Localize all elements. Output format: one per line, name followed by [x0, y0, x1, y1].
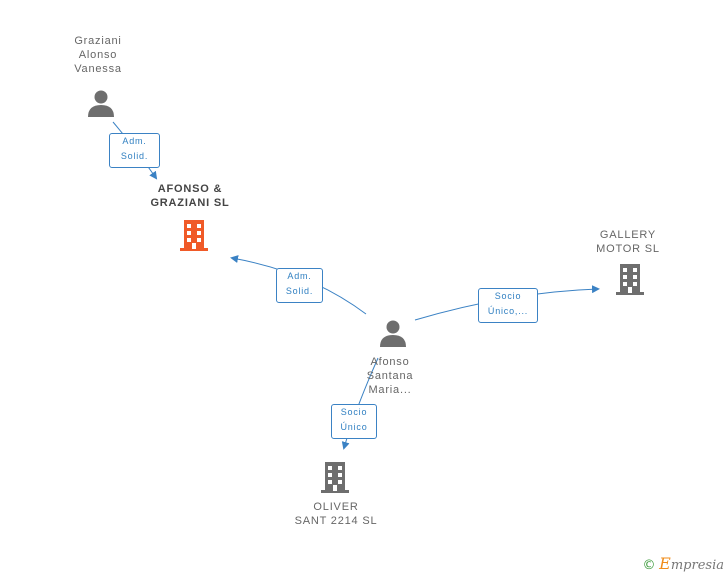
company-icon[interactable] [319, 460, 351, 494]
node-label-line: Alonso [78, 49, 118, 61]
edge-label-line: Solid. [285, 286, 314, 296]
node-label-line: Afonso [370, 356, 410, 368]
person-icon[interactable] [378, 318, 408, 348]
edge-label-line: Socio [340, 407, 368, 417]
node-label-line: GALLERY [599, 229, 657, 241]
edge-label-adm-solid[interactable]: Adm. Solid. [109, 133, 160, 168]
node-label-oliver-sant[interactable]: OLIVER SANT 2214 SL [276, 500, 396, 528]
brand-logo: © Empresia [643, 554, 724, 573]
edge-label-line: Único,... [487, 306, 529, 316]
brand-name: Empresia [659, 554, 724, 573]
edge-label-adm-solid[interactable]: Adm. Solid. [276, 268, 323, 303]
edge-label-line: Adm. [122, 136, 147, 146]
node-label-graziani[interactable]: Graziani Alonso Vanessa [48, 34, 148, 76]
brand-rest: mpresia [670, 558, 724, 573]
node-label-afonso-santana[interactable]: Afonso Santana Maria... [340, 355, 440, 397]
node-label-line: MOTOR SL [596, 243, 660, 255]
edge-label-line: Adm. [287, 271, 312, 281]
node-label-line: SANT 2214 SL [294, 515, 378, 527]
node-label-line: GRAZIANI SL [150, 197, 230, 209]
node-label-gallery-motor[interactable]: GALLERY MOTOR SL [578, 228, 678, 256]
edge-label-line: Socio [494, 291, 522, 301]
brand-initial: E [659, 554, 671, 573]
node-label-line: Santana [366, 370, 414, 382]
node-label-line: Vanessa [74, 63, 122, 75]
edge-label-socio-unico[interactable]: Socio Único [331, 404, 377, 439]
edge-label-line: Solid. [120, 151, 149, 161]
person-icon[interactable] [86, 88, 116, 118]
node-label-line: AFONSO & [157, 183, 223, 195]
node-label-line: Maria... [368, 384, 412, 396]
copyright-symbol: © [642, 558, 656, 573]
node-label-line: OLIVER [313, 501, 359, 513]
edge-label-socio-unico[interactable]: Socio Único,... [478, 288, 538, 323]
edge-label-line: Único [340, 422, 368, 432]
company-icon-focus[interactable] [178, 218, 210, 252]
company-icon[interactable] [614, 262, 646, 296]
node-label-afonso-graziani[interactable]: AFONSO & GRAZIANI SL [130, 182, 250, 210]
node-label-line: Graziani [74, 35, 122, 47]
